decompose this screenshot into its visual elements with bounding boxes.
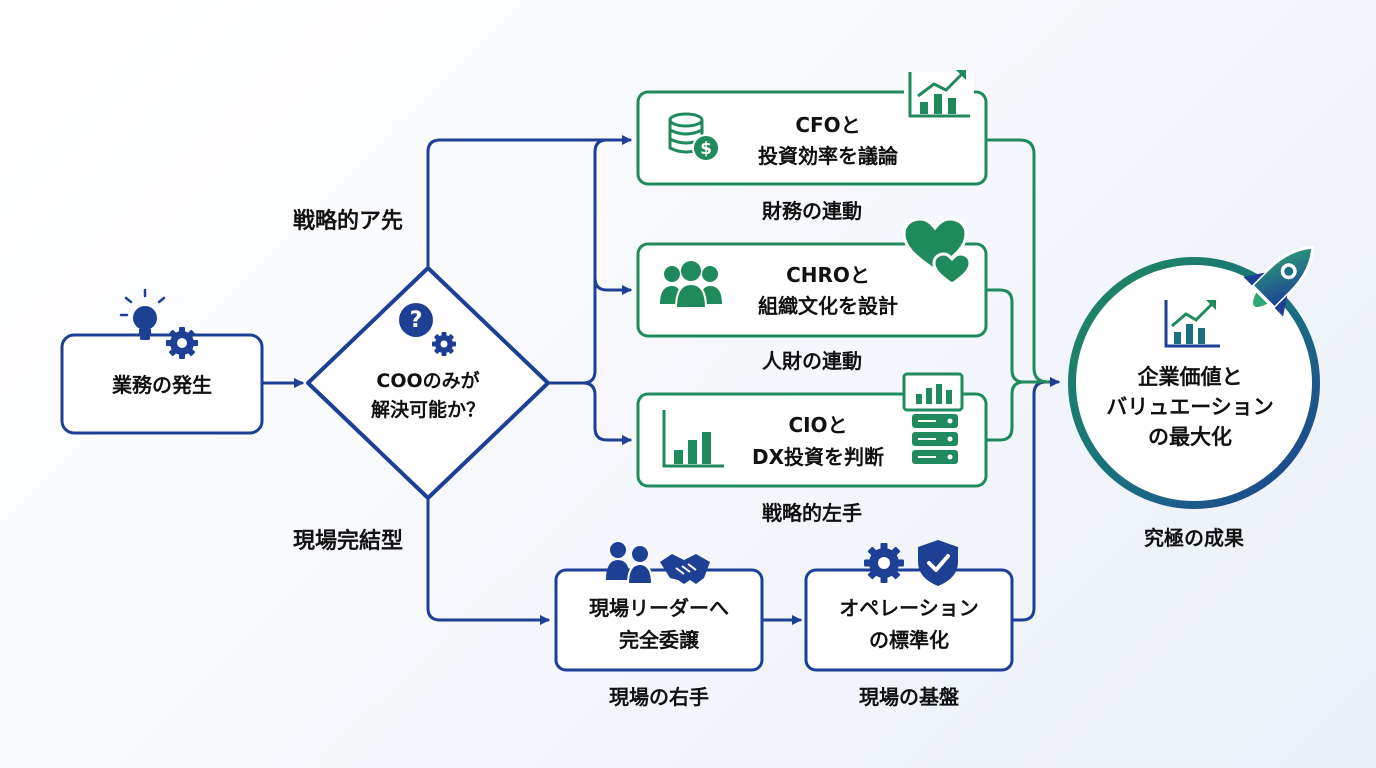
goal-node-line2: バリュエーション [1106, 395, 1274, 419]
chro-node-line1: CHROと [786, 263, 870, 287]
chro-node-line2: 組織文化を設計 [758, 294, 898, 318]
rocket-icon [1243, 245, 1315, 317]
chro-caption: 人財の連動 [762, 349, 862, 373]
goal-node[interactable]: 企業価値と バリュエーション の最大化 [1068, 257, 1320, 509]
goal-caption: 究極の成果 [1144, 526, 1244, 550]
cfo-node-line2: 投資効率を議論 [758, 144, 899, 168]
delegate-node[interactable]: 現場リーダーへ 完全委譲 [554, 568, 764, 672]
standardize-node[interactable]: オペレーション の標準化 [804, 568, 1014, 672]
lightbulb-icon [119, 288, 166, 340]
cio-node[interactable]: CIOと DX投資を判断 [636, 392, 988, 488]
growth-chart-icon [904, 70, 974, 126]
standardize-node-line2: の標準化 [869, 628, 949, 652]
gear-icon [166, 327, 198, 359]
shield-check-icon [918, 540, 958, 586]
arrow-decision-down [426, 496, 550, 625]
handshake-icon [660, 554, 710, 584]
chro-node[interactable]: CHROと 組織文化を設計 [636, 242, 988, 338]
arrow-to-cio [581, 381, 632, 445]
standardize-node-line1: オペレーション [839, 596, 979, 620]
decision-node[interactable]: COOのみが 解決可能か？ [306, 266, 550, 500]
coins-dollar-icon: $ [668, 112, 720, 162]
dashboard-icon [902, 372, 964, 412]
gear-icon [432, 332, 456, 356]
people-icon [606, 542, 654, 585]
growth-chart-icon [1164, 300, 1220, 348]
delegate-caption: 現場の右手 [609, 685, 709, 709]
delegate-node-line2: 完全委譲 [619, 628, 700, 652]
cfo-caption: 財務の連動 [762, 199, 862, 223]
hearts-icon [902, 217, 972, 286]
connectors [260, 135, 1060, 625]
cio-node-line1: CIOと [788, 413, 847, 437]
arrow-to-chro [593, 276, 632, 295]
arrow-decision-up [426, 135, 632, 270]
decision-node-line1: COOのみが [376, 369, 479, 392]
gear-icon [864, 543, 904, 583]
branch-label-bottom: 現場完結型 [293, 528, 403, 554]
cfo-node[interactable]: CFOと 投資効率を議論 [636, 90, 988, 186]
start-node-label: 業務の発生 [112, 373, 212, 397]
delegate-node-line1: 現場リーダーへ [589, 596, 729, 620]
bar-chart-icon [662, 410, 724, 468]
branch-label-top: 戦略的ア先 [293, 208, 403, 234]
start-node[interactable]: 業務の発生 [60, 333, 264, 435]
cio-node-line2: DX投資を判断 [752, 445, 884, 469]
arrow-decision-right [546, 138, 609, 385]
decision-node-line2: 解決可能か？ [371, 398, 485, 421]
standardize-caption: 現場の基盤 [859, 685, 960, 709]
arrow-cfo-to-goal [986, 138, 1050, 384]
goal-node-line1: 企業価値と [1137, 365, 1243, 389]
cio-caption: 戦略的左手 [762, 501, 862, 525]
arrow-standardize-to-goal [1010, 377, 1060, 622]
cfo-node-line1: CFOと [795, 113, 860, 137]
server-icon [912, 414, 958, 464]
svg-text:$: $ [700, 139, 712, 159]
goal-node-line3: の最大化 [1148, 425, 1232, 449]
people-group-icon [660, 261, 722, 309]
arrow-chro-to-goal [986, 288, 1042, 384]
svg-text:?: ? [410, 308, 423, 333]
question-icon: ? [399, 303, 433, 337]
arrow-cio-to-goal [986, 380, 1026, 442]
